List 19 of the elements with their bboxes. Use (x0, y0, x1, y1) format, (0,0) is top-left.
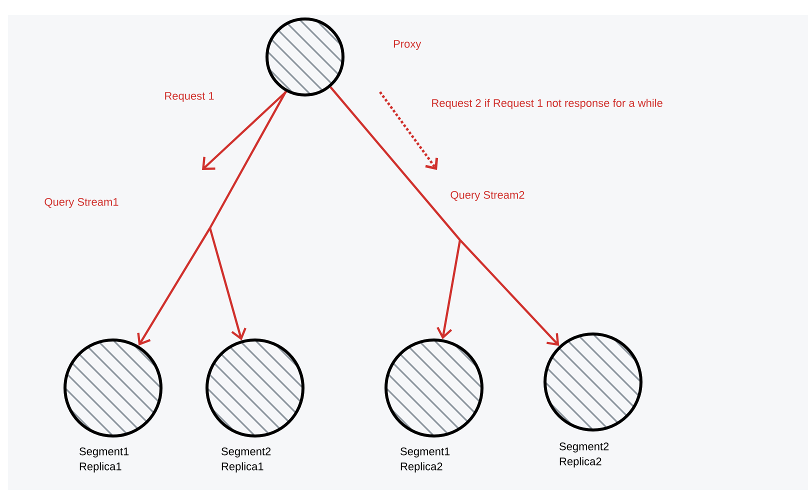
hatched-circle (544, 332, 642, 432)
arrow (208, 228, 246, 340)
text-label: Query Stream2 (450, 191, 524, 201)
connector-line (330, 86, 461, 241)
node-caption: Segment1 Replica1 (80, 448, 129, 472)
hatched-circle (206, 338, 304, 438)
hatched-circle (64, 338, 162, 438)
node-caption: Segment2 Replica2 (560, 442, 609, 468)
arrow (436, 240, 462, 340)
text-label: Request 2 if Request 1 not response for a while (432, 98, 662, 110)
arrow (137, 227, 211, 346)
hatched-circle (384, 338, 484, 438)
arrow (459, 239, 560, 346)
node-caption: Segment1 Replica2 (400, 448, 450, 472)
text-label: Query Stream1 (44, 198, 118, 208)
node-label: Proxy (394, 40, 422, 50)
node-caption: Segment2 Replica1 (222, 448, 271, 472)
connector-line (209, 91, 287, 229)
text-label: Request 1 (165, 92, 214, 102)
